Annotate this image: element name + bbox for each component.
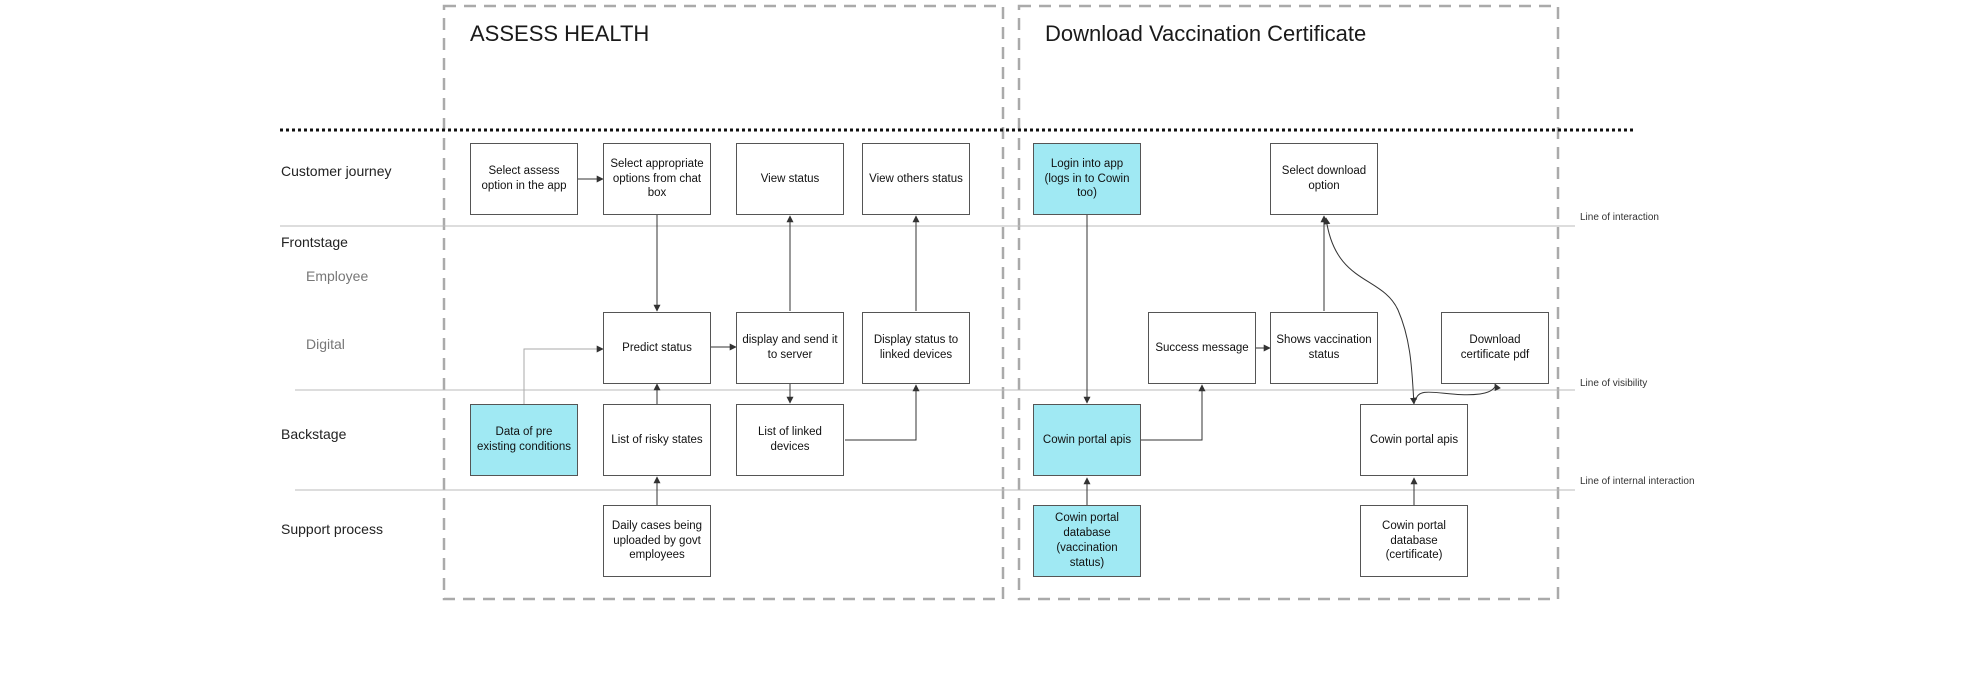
box-cowin-apis-1: Cowin portal apis bbox=[1033, 404, 1141, 476]
box-select-download: Select download option bbox=[1270, 143, 1378, 215]
box-display-send-server: display and send it to server bbox=[736, 312, 844, 384]
lane-backstage: Backstage bbox=[281, 426, 347, 442]
box-download-pdf: Download certificate pdf bbox=[1441, 312, 1549, 384]
phase-frame-download-certificate bbox=[1017, 4, 1560, 601]
connector bbox=[1415, 383, 1501, 401]
box-data-pre-existing: Data of pre existing conditions bbox=[470, 404, 578, 476]
connector bbox=[523, 345, 604, 404]
phase-frame-assess-health bbox=[442, 4, 1005, 601]
lane-digital: Digital bbox=[306, 336, 345, 352]
box-cowin-db-vaccination: Cowin portal database (vaccination statu… bbox=[1033, 505, 1141, 577]
box-select-options: Select appropriate options from chat box bbox=[603, 143, 711, 215]
connector bbox=[1141, 384, 1206, 441]
box-list-risky-states: List of risky states bbox=[603, 404, 711, 476]
box-view-others-status: View others status bbox=[862, 143, 970, 215]
connector bbox=[845, 384, 920, 441]
connector bbox=[1323, 217, 1418, 405]
box-view-status: View status bbox=[736, 143, 844, 215]
lane-frontstage: Frontstage bbox=[281, 234, 348, 250]
lane-customer-journey: Customer journey bbox=[281, 163, 392, 179]
label-line-of-visibility: Line of visibility bbox=[1580, 378, 1648, 389]
box-select-assess: Select assess option in the app bbox=[470, 143, 578, 215]
box-list-linked-devices: List of linked devices bbox=[736, 404, 844, 476]
box-success-message: Success message bbox=[1148, 312, 1256, 384]
box-display-linked: Display status to linked devices bbox=[862, 312, 970, 384]
box-cowin-db-certificate: Cowin portal database (certificate) bbox=[1360, 505, 1468, 577]
box-cowin-apis-2: Cowin portal apis bbox=[1360, 404, 1468, 476]
box-login-app: Login into app (logs in to Cowin too) bbox=[1033, 143, 1141, 215]
box-predict-status: Predict status bbox=[603, 312, 711, 384]
box-shows-vaccination-status: Shows vaccination status bbox=[1270, 312, 1378, 384]
phase-title-download-certificate: Download Vaccination Certificate bbox=[1045, 21, 1367, 46]
lane-support-process: Support process bbox=[281, 521, 383, 537]
lane-employee: Employee bbox=[306, 268, 369, 284]
label-line-of-internal-interaction: Line of internal interaction bbox=[1580, 476, 1695, 487]
box-daily-cases: Daily cases being uploaded by govt emplo… bbox=[603, 505, 711, 577]
phase-title-assess-health: ASSESS HEALTH bbox=[470, 21, 650, 46]
label-line-of-interaction: Line of interaction bbox=[1580, 212, 1659, 223]
